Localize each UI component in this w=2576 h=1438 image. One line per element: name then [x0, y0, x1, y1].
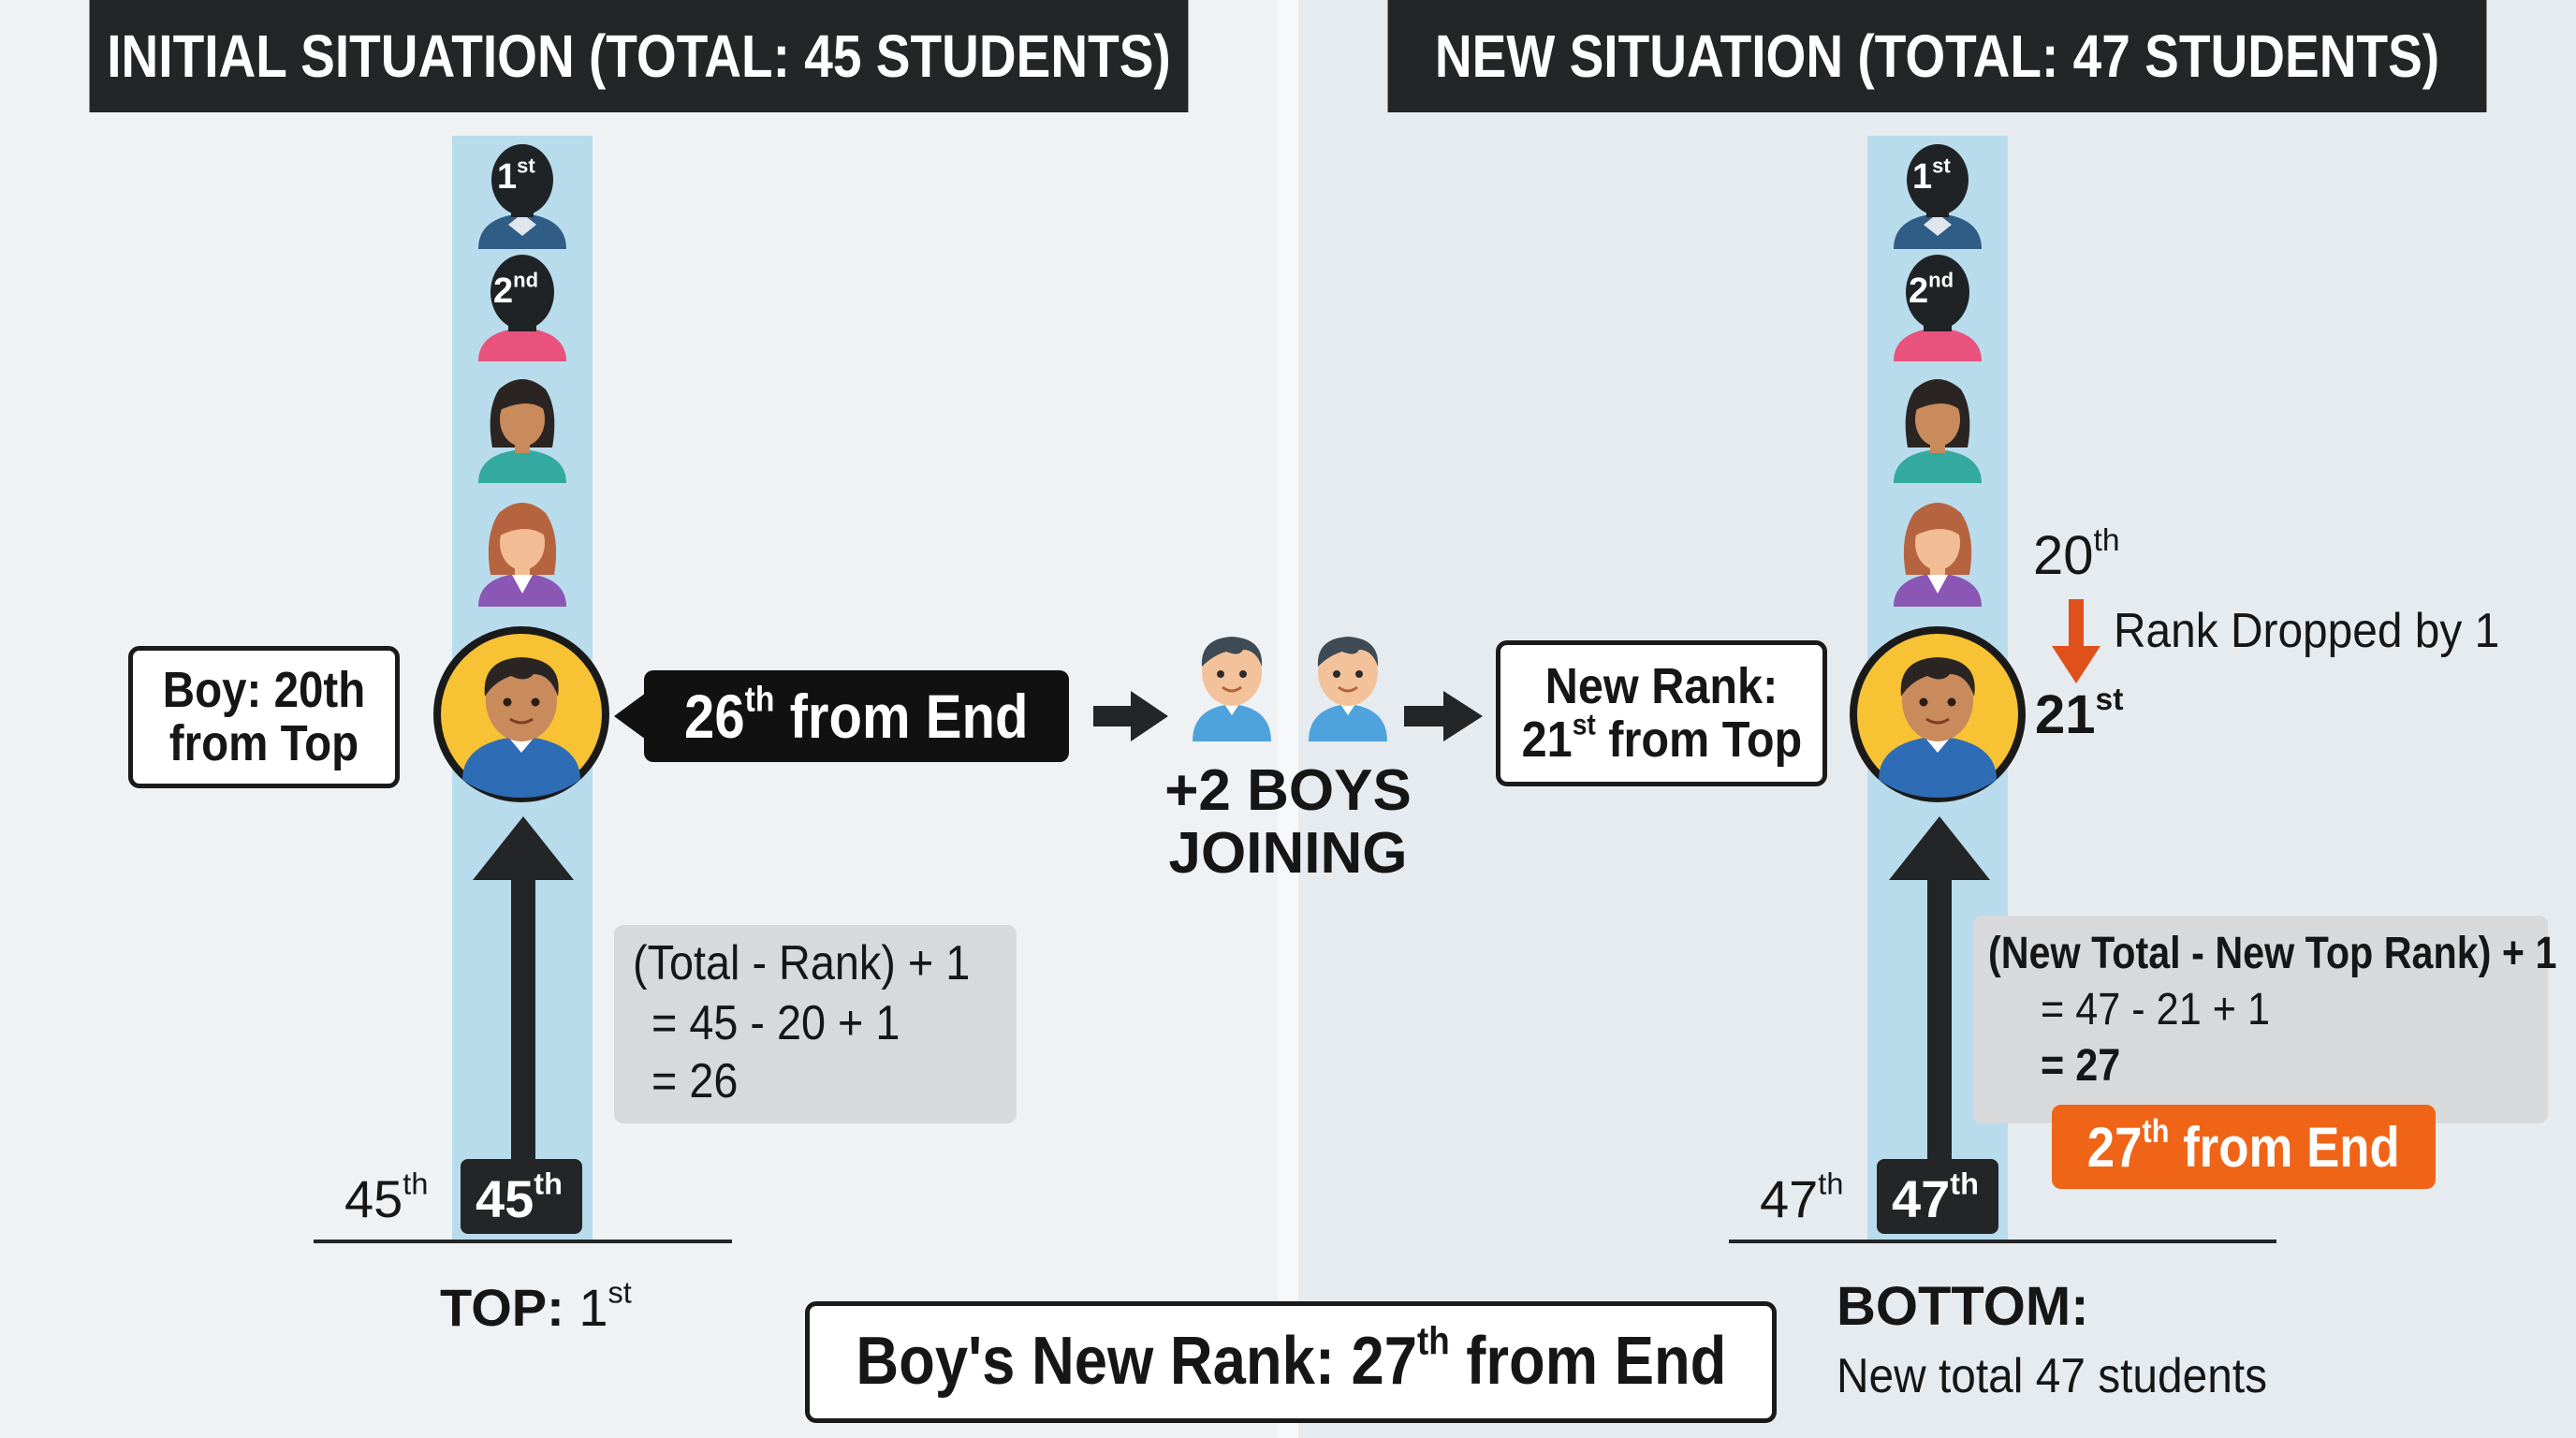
initial-situation-header: INITIAL SITUATION (TOTAL: 45 STUDENTS) — [89, 0, 1189, 112]
initial-calculation-box: (Total - Rank) + 1 = 45 - 20 + 1 = 26 — [614, 925, 1017, 1123]
bottom-badge-left: 45th — [476, 1167, 563, 1228]
calc-line-1: (Total - Rank) + 1 — [633, 936, 971, 990]
bottom-description: New total 47 students — [1837, 1349, 2268, 1403]
student-avatar-4 — [478, 503, 566, 607]
joining-boy-2 — [1307, 635, 1389, 743]
calc-line-3: = 26 — [651, 1054, 739, 1108]
student-avatar-4-new — [1894, 503, 1982, 607]
joining-boy-1 — [1191, 635, 1273, 743]
bottom-rank-label-left: 45th — [344, 1167, 429, 1228]
student-avatar-3 — [478, 379, 566, 483]
boys-joining-label: +2 BOYS JOINING — [1164, 758, 1412, 886]
rank-1-label-new: 1st — [1912, 154, 1951, 197]
rank-1-label: 1st — [497, 154, 535, 197]
boy-initial-rank-box: Boy: 20th from Top — [128, 646, 400, 788]
student-avatar-3-new — [1894, 379, 1982, 483]
result-from-end-tag: 27th from End — [2052, 1105, 2436, 1189]
old-rank-label: 20th — [2033, 522, 2120, 586]
bottom-title: BOTTOM: — [1837, 1276, 2089, 1337]
new-calc-line-1: (New Total - New Top Rank) + 1 — [1988, 929, 2557, 978]
rank-2-label-new: 2nd — [1909, 268, 1954, 311]
new-calc-line-3: = 27 — [2041, 1041, 2121, 1091]
top-label: TOP: 1st — [440, 1275, 632, 1337]
calc-line-2: = 45 - 20 + 1 — [651, 996, 900, 1050]
from-end-initial-tag: 26th from End — [644, 670, 1069, 762]
rank-dropped-label: Rank Dropped by 1 — [2114, 604, 2500, 658]
new-calc-line-2: = 47 - 21 + 1 — [2041, 985, 2270, 1034]
new-situation-header: NEW SITUATION (TOTAL: 47 STUDENTS) — [1387, 0, 2487, 112]
bottom-badge-right: 47th — [1892, 1167, 1979, 1228]
panel-divider — [1278, 0, 1298, 1438]
new-rank-box: New Rank: 21st from Top — [1496, 640, 1827, 786]
new-calculation-box: (New Total - New Top Rank) + 1 = 47 - 21… — [1973, 916, 2556, 1123]
final-answer-box: Boy's New Rank: 27th from End — [805, 1301, 1777, 1423]
bottom-rank-label-right: 47th — [1760, 1167, 1844, 1228]
new-rank-number: 21st — [2035, 682, 2124, 745]
boy-avatar-initial — [432, 625, 610, 803]
boy-avatar-new — [1849, 625, 2027, 803]
rank-2-label: 2nd — [493, 268, 539, 311]
